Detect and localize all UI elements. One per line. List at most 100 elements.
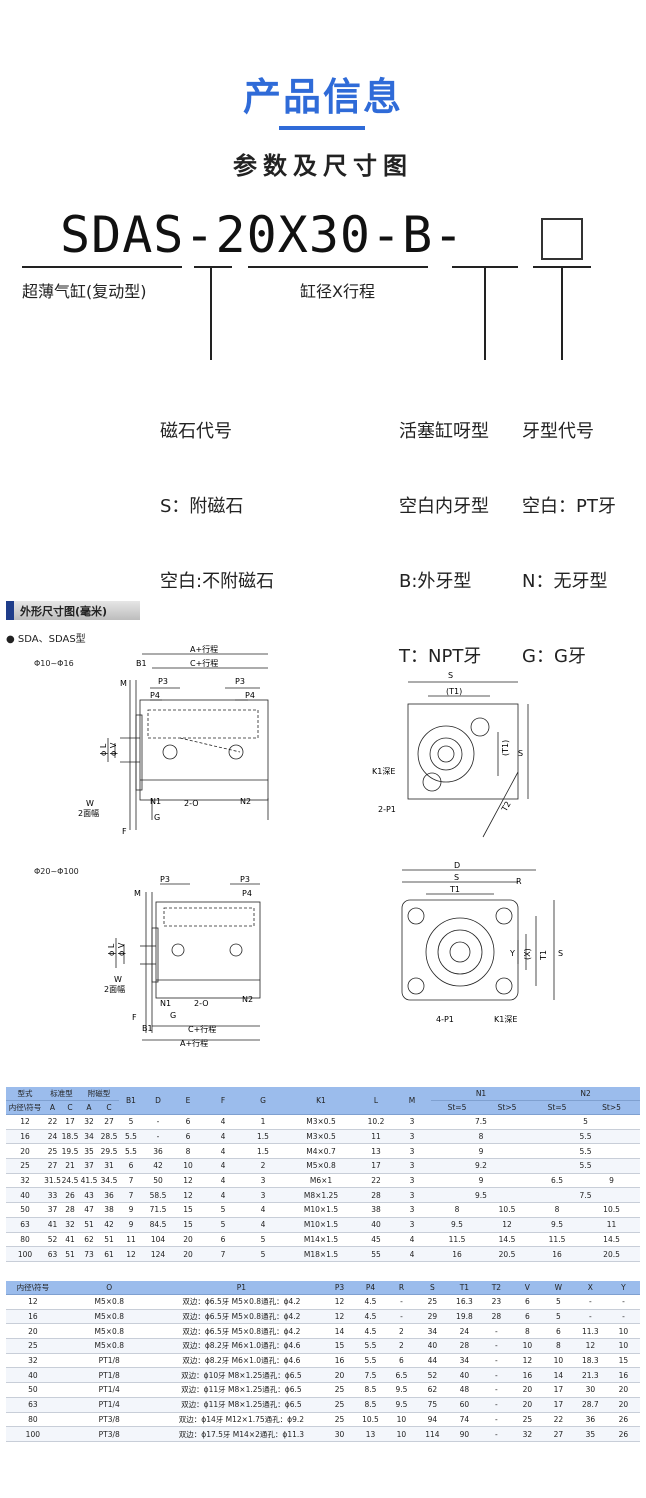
piston-legend: 活塞缸呀型 空白内牙型 B:外牙型 T：NPT牙 [399, 369, 489, 694]
th-n1-st5: St=5 [431, 1100, 483, 1115]
th-a-mag: A [79, 1100, 99, 1115]
table-cell: 36 [143, 1143, 173, 1160]
table-cell: 双边：ϕ6.5牙 M5×0.8通孔：ϕ4.2 [158, 1309, 325, 1325]
th-n2: N2 [531, 1087, 641, 1101]
table-cell: 9.5 [431, 1217, 483, 1233]
table-cell: 5.5 [531, 1143, 641, 1160]
table-cell: 19.8 [447, 1309, 481, 1325]
table-cell: 60 [447, 1397, 481, 1413]
table-cell: 3 [393, 1202, 431, 1218]
table-cell: 9.5 [431, 1187, 532, 1204]
th-d: D [143, 1087, 173, 1115]
table-cell: 5 [243, 1246, 283, 1262]
table-cell: 10.5 [483, 1202, 532, 1218]
table-cell: 50 [6, 1202, 44, 1218]
table-cell: 26 [61, 1187, 79, 1204]
table-cell: - [480, 1353, 512, 1369]
table-cell: 21 [61, 1158, 79, 1174]
table-cell: M14×1.5 [283, 1232, 359, 1248]
table-cell: 9 [431, 1173, 532, 1189]
table-cell: 20 [6, 1143, 44, 1160]
table-cell: 28 [447, 1338, 481, 1354]
th-n1-stgt5: St>5 [483, 1100, 532, 1115]
dim-a: A+行程 [190, 644, 218, 654]
dim-d: D [454, 861, 460, 870]
dim-c-b: C+行程 [188, 1024, 216, 1034]
front-view-b: D S R T1 Y (X) T1 S 4-P1 K1深E [401, 861, 563, 1024]
table-cell: 20 [6, 1323, 60, 1340]
table-cell: 3 [393, 1114, 431, 1130]
table-cell: 34 [416, 1323, 448, 1340]
table-cell: 63 [6, 1217, 44, 1233]
table-cell: 6 [173, 1129, 203, 1145]
table-cell: 25 [324, 1412, 355, 1428]
thread-legend: 牙型代号 空白：PT牙 N：无牙型 G：G牙 [522, 369, 616, 694]
table-cell: 26 [606, 1426, 640, 1442]
table-cell: 42 [99, 1217, 119, 1233]
dim-p3: P3 [158, 677, 168, 686]
table-cell: 14.5 [483, 1232, 532, 1248]
dim-k1: K1深E [372, 767, 395, 776]
table-cell: 25 [6, 1158, 44, 1174]
dim-n1-b: N1 [160, 999, 171, 1008]
table-cell: 5.5 [354, 1338, 386, 1354]
th-n2-st5: St=5 [531, 1100, 584, 1115]
th-f: F [203, 1087, 243, 1115]
table-cell: 32 [511, 1426, 543, 1442]
table-cell: 12 [324, 1309, 355, 1325]
th-type: 型式 [6, 1087, 44, 1101]
table-cell: PT1/4 [59, 1382, 159, 1398]
table-cell: 14 [324, 1323, 355, 1340]
table-cell: 37 [44, 1202, 61, 1218]
th-bore: 内径\符号 [6, 1100, 44, 1115]
table-cell: 17 [61, 1114, 79, 1130]
th-g: G [243, 1087, 283, 1115]
table-cell: 双边：ϕ6.5牙 M5×0.8通孔：ϕ4.2 [158, 1294, 325, 1310]
table-cell: - [480, 1397, 512, 1413]
table-cell: 5 [203, 1217, 243, 1233]
table-cell: 4 [203, 1143, 243, 1160]
th-standard: 标准型 [44, 1087, 79, 1101]
table-cell: 32 [79, 1114, 99, 1130]
dim-t1-b: T1 [449, 885, 460, 894]
table-cell: 23 [480, 1294, 512, 1310]
table-cell: 1.5 [243, 1143, 283, 1160]
table-cell: 4 [243, 1217, 283, 1233]
table-cell: 12 [483, 1217, 532, 1233]
table-cell: 5.5 [354, 1353, 386, 1369]
dim-r: R [516, 877, 522, 886]
table-cell: 34 [447, 1353, 481, 1369]
table-cell: 12 [6, 1294, 60, 1310]
section-header: 外形尺寸图(毫米) [6, 601, 140, 620]
table-cell: 13 [354, 1426, 386, 1442]
table-cell: 22 [359, 1173, 393, 1189]
leader-magnet [210, 266, 212, 360]
table-cell: 52 [44, 1232, 61, 1248]
table-cell: 10.2 [359, 1114, 393, 1130]
table-cell: 40 [359, 1217, 393, 1233]
dim-m: M [120, 679, 127, 688]
dim-2p1: 2-P1 [378, 805, 396, 814]
th-n1: N1 [431, 1087, 532, 1101]
dim-m-b: M [134, 889, 141, 898]
table-cell: 5 [243, 1232, 283, 1248]
table-cell: 20 [324, 1367, 355, 1384]
table-cell: 双边：ϕ17.5牙 M14×2通孔：ϕ11.3 [158, 1426, 325, 1442]
table-cell: 25 [511, 1412, 543, 1428]
table-cell: 25 [324, 1382, 355, 1398]
table-cell: M3×0.5 [283, 1129, 359, 1145]
table-cell: 20 [173, 1246, 203, 1262]
table-cell: 双边：ϕ6.5牙 M5×0.8通孔：ϕ4.2 [158, 1323, 325, 1340]
table-header-cell: P4 [354, 1281, 386, 1295]
table-header-cell: X [573, 1281, 607, 1295]
dim-p4: P4 [150, 691, 160, 700]
table-cell: 8.5 [354, 1397, 386, 1413]
table-header-cell: P1 [158, 1281, 325, 1295]
